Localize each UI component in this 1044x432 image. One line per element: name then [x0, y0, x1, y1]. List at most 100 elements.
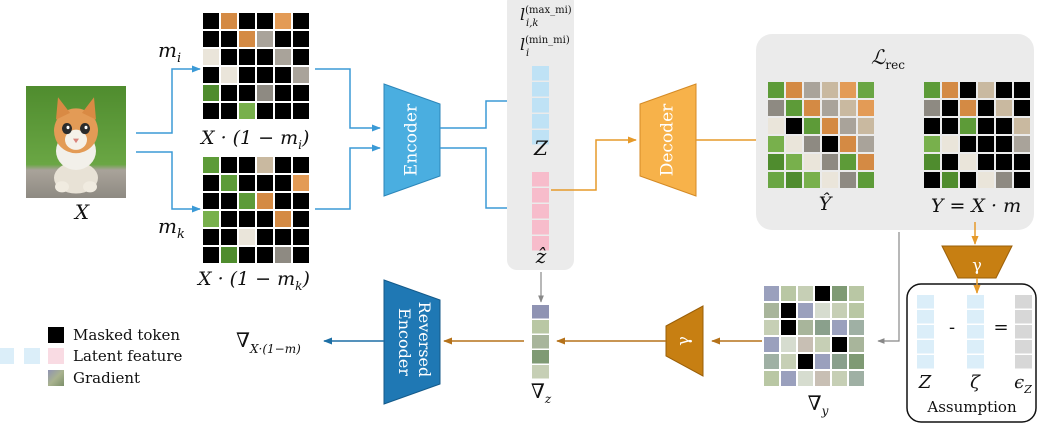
image-patch-tile — [275, 247, 291, 263]
z-label: Z — [533, 136, 549, 160]
gradient-tile — [798, 337, 813, 352]
arrow-mask-i-to-encoder — [315, 68, 381, 132]
image-patch-tile — [786, 82, 802, 98]
image-patch-tile — [978, 172, 994, 188]
masked-token-tile — [275, 31, 291, 47]
latent-blue-square-icon — [24, 348, 40, 364]
image-patch-tile — [768, 136, 784, 152]
vector-cell — [532, 236, 549, 251]
image-patch-tile — [942, 136, 958, 152]
grad-x-label: ∇X·(1−m) — [236, 328, 301, 356]
masked-token-tile — [942, 154, 958, 170]
gradient-tile — [764, 286, 779, 301]
image-patch-tile — [996, 172, 1012, 188]
image-patch-tile — [996, 100, 1012, 116]
image-patch-tile — [1014, 136, 1030, 152]
masked-token-tile — [275, 157, 291, 173]
vector-cell — [532, 130, 549, 145]
masked-token-tile — [221, 31, 237, 47]
image-patch-tile — [768, 82, 784, 98]
minus-sign: - — [949, 317, 955, 338]
image-patch-tile — [275, 211, 291, 227]
masked-token-tile — [978, 136, 994, 152]
image-patch-tile — [293, 175, 309, 191]
image-patch-tile — [257, 85, 273, 101]
image-patch-tile — [960, 100, 976, 116]
masked-token-tile — [924, 172, 940, 188]
gradient-tile — [764, 354, 779, 369]
masked-token-tile — [942, 118, 958, 134]
masked-caption-i: X · (1 − mi) — [199, 127, 309, 152]
masked-caption-k: X · (1 − mk) — [196, 268, 310, 293]
grad-z-label: ∇z — [531, 379, 552, 406]
latent-blue-square-icon — [0, 348, 14, 364]
masked-token-tile — [275, 229, 291, 245]
image-patch-tile — [804, 172, 820, 188]
image-patch-tile — [221, 247, 237, 263]
gradient-tile — [781, 354, 796, 369]
image-patch-tile — [924, 136, 940, 152]
masked-token-tile — [293, 49, 309, 65]
vector-cell — [1015, 325, 1032, 339]
gamma-top-block: γ — [941, 245, 1013, 279]
masked-token-tile — [257, 13, 273, 29]
image-patch-tile — [786, 136, 802, 152]
masked-token-tile — [239, 157, 255, 173]
masked-token-tile — [275, 85, 291, 101]
gradient-tile — [781, 320, 796, 335]
masked-token-tile — [203, 67, 219, 83]
vector-cell — [917, 310, 934, 324]
gamma-left-block: γ — [665, 305, 704, 377]
target-image — [924, 82, 1030, 188]
encoder-block: Encoder — [383, 83, 441, 197]
image-patch-tile — [858, 100, 874, 116]
kitten-photo — [26, 86, 126, 198]
vector-cell — [532, 98, 549, 113]
vector-cell — [532, 172, 549, 187]
black-square-icon — [48, 327, 64, 343]
image-patch-tile — [840, 136, 856, 152]
decoder-label: Decoder — [658, 103, 678, 176]
gradient-y-grid — [764, 286, 864, 386]
image-patch-tile — [768, 100, 784, 116]
grad-y-label: ∇y — [808, 391, 829, 418]
gradient-tile — [832, 337, 847, 352]
yhat-label: Ŷ — [819, 192, 834, 215]
assumption-zeta-vector — [967, 295, 984, 369]
vector-cell — [532, 66, 549, 81]
gradient-z-vector — [532, 305, 549, 379]
image-patch-tile — [942, 172, 958, 188]
image-patch-tile — [804, 82, 820, 98]
assumption-zeta-label: ζ — [970, 372, 981, 393]
gradient-tile — [781, 371, 796, 386]
image-patch-tile — [840, 100, 856, 116]
gradient-tile — [764, 303, 779, 318]
image-patch-tile — [221, 67, 237, 83]
image-patch-tile — [768, 118, 784, 134]
image-patch-tile — [293, 67, 309, 83]
masked-token-tile — [239, 67, 255, 83]
masked-token-tile — [221, 211, 237, 227]
gradient-tile — [764, 320, 779, 335]
masked-token-tile — [996, 82, 1012, 98]
vector-cell — [532, 350, 549, 364]
gradient-tile — [798, 286, 813, 301]
legend-latent-feature: Latent feature — [73, 347, 182, 365]
image-patch-tile — [822, 82, 838, 98]
gradient-tile — [781, 303, 796, 318]
gradient-tile — [849, 320, 864, 335]
masked-token-tile — [293, 31, 309, 47]
y-target-label: Y = X · m — [931, 195, 1021, 217]
masked-token-tile — [221, 193, 237, 209]
masked-token-tile — [239, 85, 255, 101]
masked-token-tile — [293, 247, 309, 263]
image-patch-tile — [960, 154, 976, 170]
masked-token-tile — [257, 49, 273, 65]
masked-token-tile — [239, 211, 255, 227]
mi-min-label: l(min_mi)i — [520, 35, 570, 59]
gradient-tile — [815, 286, 830, 301]
masked-token-tile — [203, 31, 219, 47]
masked-image-k — [203, 157, 309, 263]
masked-token-tile — [960, 172, 976, 188]
masked-token-tile — [221, 157, 237, 173]
